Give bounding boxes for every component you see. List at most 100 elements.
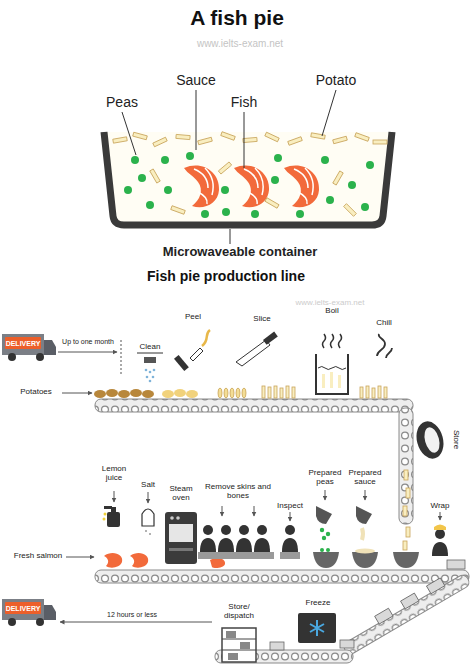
delivery-truck: [36, 353, 44, 361]
fish-piece: [234, 165, 269, 207]
steam-oven: [165, 512, 197, 564]
pea: [296, 210, 304, 218]
freezer: [270, 642, 284, 650]
text-label: Salt: [133, 480, 163, 489]
flow-arrow: [62, 393, 92, 394]
steam-oven: [176, 516, 180, 520]
pea: [361, 203, 369, 211]
freezer: [270, 613, 354, 650]
fish-piece: [234, 165, 269, 207]
lemon-bottle: [103, 506, 121, 527]
potato-chip: [333, 171, 343, 185]
serving-scoop: [356, 506, 372, 524]
raw-potato: [142, 390, 154, 398]
pie-bowl: [393, 552, 419, 568]
delivery-truck: [8, 618, 16, 626]
wrapped-pie: [447, 560, 465, 569]
freezer: [298, 613, 336, 643]
flow-arrow: [222, 506, 223, 516]
worker: [254, 538, 270, 552]
potato-chip: [198, 137, 213, 144]
worker: [239, 525, 249, 535]
knife: [236, 340, 270, 366]
worker: [435, 529, 445, 539]
delivery-truck: [2, 334, 56, 361]
pea: [161, 156, 169, 164]
pie-container: [104, 132, 392, 225]
wrapped-pie: [426, 578, 444, 594]
pea: [124, 152, 374, 218]
potato-chip: [153, 137, 167, 147]
wrapped-pie: [375, 560, 465, 624]
pea: [221, 186, 229, 194]
potato-chip: [133, 132, 148, 139]
pea: [271, 176, 279, 184]
leader-line: [122, 112, 136, 155]
storage-bin: [422, 426, 442, 455]
work-table: [198, 552, 300, 559]
fish-piece: [284, 165, 319, 207]
pea: [124, 186, 132, 194]
flow-arrow: [58, 340, 121, 393]
text-label: Microwaveable container: [120, 245, 360, 260]
potato-chip: [280, 388, 283, 398]
conveyor-belt: [342, 573, 471, 656]
conveyor-belt: [95, 570, 469, 583]
pie-bowl: [313, 548, 419, 568]
spray-nozzle: [145, 369, 148, 372]
flow-arrow: [325, 490, 326, 500]
steam-oven: [169, 524, 193, 542]
potato-chip: [378, 386, 381, 398]
pea: [251, 210, 259, 218]
text-label: Freeze: [298, 598, 338, 607]
conveyor-belt: [342, 573, 471, 656]
storage-shelf: [222, 639, 256, 640]
pea: [138, 174, 146, 182]
potato-slice: [236, 388, 240, 398]
worker: [432, 542, 448, 556]
potato-chip: [366, 386, 369, 398]
worker: [434, 525, 446, 531]
storage-bin: [413, 418, 448, 461]
delivery-truck: [2, 334, 44, 355]
pea: [222, 208, 230, 216]
storage-shelf: [228, 653, 238, 660]
pea: [201, 210, 209, 218]
sign-text: DELIVERY: [6, 605, 41, 612]
worker: [200, 525, 448, 557]
peeler: [174, 330, 210, 371]
text-label: Clean: [130, 342, 170, 351]
fish-piece: [294, 168, 313, 204]
boiling-pot: [316, 354, 348, 394]
potato-slice: [218, 388, 246, 398]
salt-shaker: [142, 509, 154, 526]
conveyor-belt: [95, 399, 413, 524]
boiling-pot: [330, 372, 333, 388]
potato-chip: [372, 388, 375, 398]
spray-nozzle: [145, 369, 156, 383]
spray-nozzle: [153, 369, 156, 372]
serving-scoop: [316, 506, 372, 540]
pie-bowl: [352, 552, 378, 568]
text-label: 12 hours or less: [92, 611, 172, 619]
text-label: Fish: [219, 94, 269, 110]
worker: [203, 525, 213, 535]
delivery-truck: [8, 353, 16, 361]
fish-piece: [184, 165, 219, 207]
fish-piece: [284, 165, 319, 207]
delivery-sign: DELIVERY: [5, 602, 41, 614]
text-label: Fresh salmon: [6, 551, 70, 560]
leader-line: [244, 112, 245, 168]
worker: [218, 538, 234, 552]
storage-bin: [413, 418, 448, 461]
knife: [236, 332, 278, 366]
text-label: Sauce: [166, 72, 226, 88]
storage-shelf: [226, 631, 236, 638]
worker: [236, 538, 252, 552]
boiling-pot: [323, 334, 342, 348]
potato-chip: [262, 386, 265, 398]
serving-scoop: [322, 536, 326, 540]
text-label: Store/ dispatch: [217, 602, 261, 620]
text-label: Inspect: [270, 501, 310, 510]
lemon-bottle: [104, 513, 107, 516]
